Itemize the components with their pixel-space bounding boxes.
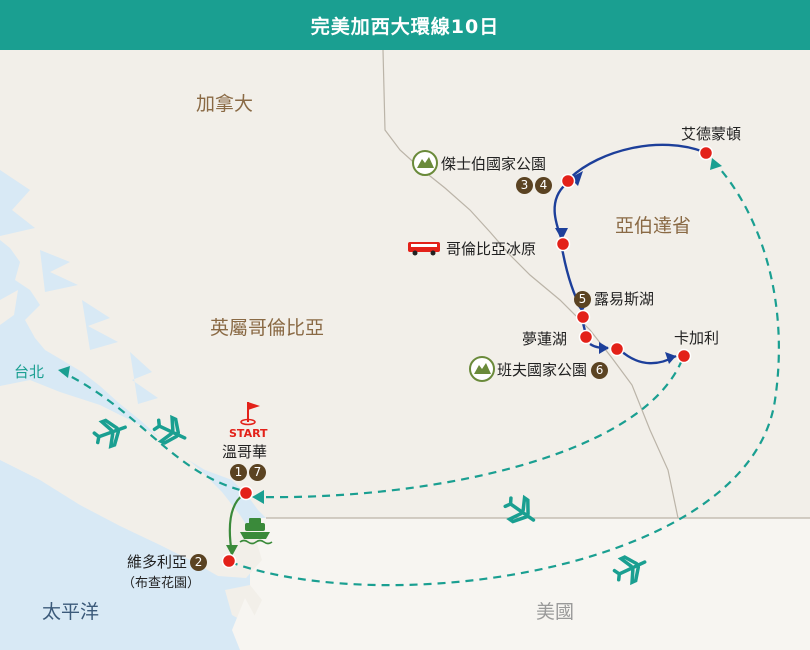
bc-alberta-border: [382, 50, 679, 519]
stop-markers: [221, 145, 714, 569]
day-badge: 5: [574, 291, 591, 308]
stop-jasper: [560, 173, 576, 189]
plane-icon: [503, 494, 536, 524]
label-usa: 美國: [536, 601, 575, 623]
label-victoria: 維多利亞: [127, 553, 188, 571]
stop-edmonton: [698, 145, 714, 161]
canada-land: [0, 50, 810, 518]
day-badge: 1: [230, 464, 247, 481]
mountain-park-icon: [412, 150, 438, 176]
label-columbia: 哥倫比亞冰原: [446, 240, 537, 258]
label-jasper: 傑士伯國家公園: [441, 155, 547, 173]
label-vancouver: 溫哥華: [222, 443, 268, 461]
stop-louise: [575, 309, 591, 325]
label-pacific: 太平洋: [42, 601, 100, 623]
start-flag-icon: [240, 402, 260, 426]
label-canada: 加拿大: [196, 93, 254, 115]
plane-icon: [152, 414, 187, 445]
map: [0, 50, 810, 650]
title-bar: 完美加西大環線10日: [0, 0, 810, 50]
flight-arrowheads: [58, 158, 722, 504]
label-butchart: （布查花園）: [122, 576, 201, 591]
ferry-arrowhead: [226, 545, 238, 556]
start-label: START: [229, 427, 268, 440]
label-taipei: 台北: [14, 363, 45, 381]
label-alberta: 亞伯達省: [615, 215, 692, 237]
usa-land: [250, 518, 810, 650]
day-badge: 3: [516, 177, 533, 194]
label-edmonton: 艾德蒙頓: [681, 125, 742, 143]
plane-icon: [612, 555, 647, 586]
mountain-park-icon: [469, 356, 495, 382]
day-badge: 4: [535, 177, 552, 194]
stop-vancouver: [238, 485, 254, 501]
plane-icon: [92, 418, 127, 449]
stop-banff: [609, 341, 625, 357]
bus-icon: [408, 242, 440, 256]
stop-victoria: [221, 553, 237, 569]
label-louise: 露易斯湖: [594, 290, 655, 308]
day-badge: 7: [249, 464, 266, 481]
stop-columbia: [555, 236, 571, 252]
label-banff: 班夫國家公園: [497, 361, 588, 379]
label-moraine: 夢蓮湖: [522, 330, 568, 348]
page-title: 完美加西大環線10日: [310, 15, 500, 38]
haida-island: [0, 290, 18, 325]
vancouver-island: [0, 380, 262, 578]
stop-calgary: [676, 348, 692, 364]
label-calgary: 卡加利: [674, 329, 720, 347]
ferry-icon: [239, 518, 273, 545]
stop-moraine: [578, 329, 594, 345]
day-badge: 6: [591, 362, 609, 379]
label-bc: 英屬哥倫比亞: [210, 317, 325, 339]
day-badge: 2: [190, 554, 208, 571]
flight-routes: [61, 159, 780, 587]
